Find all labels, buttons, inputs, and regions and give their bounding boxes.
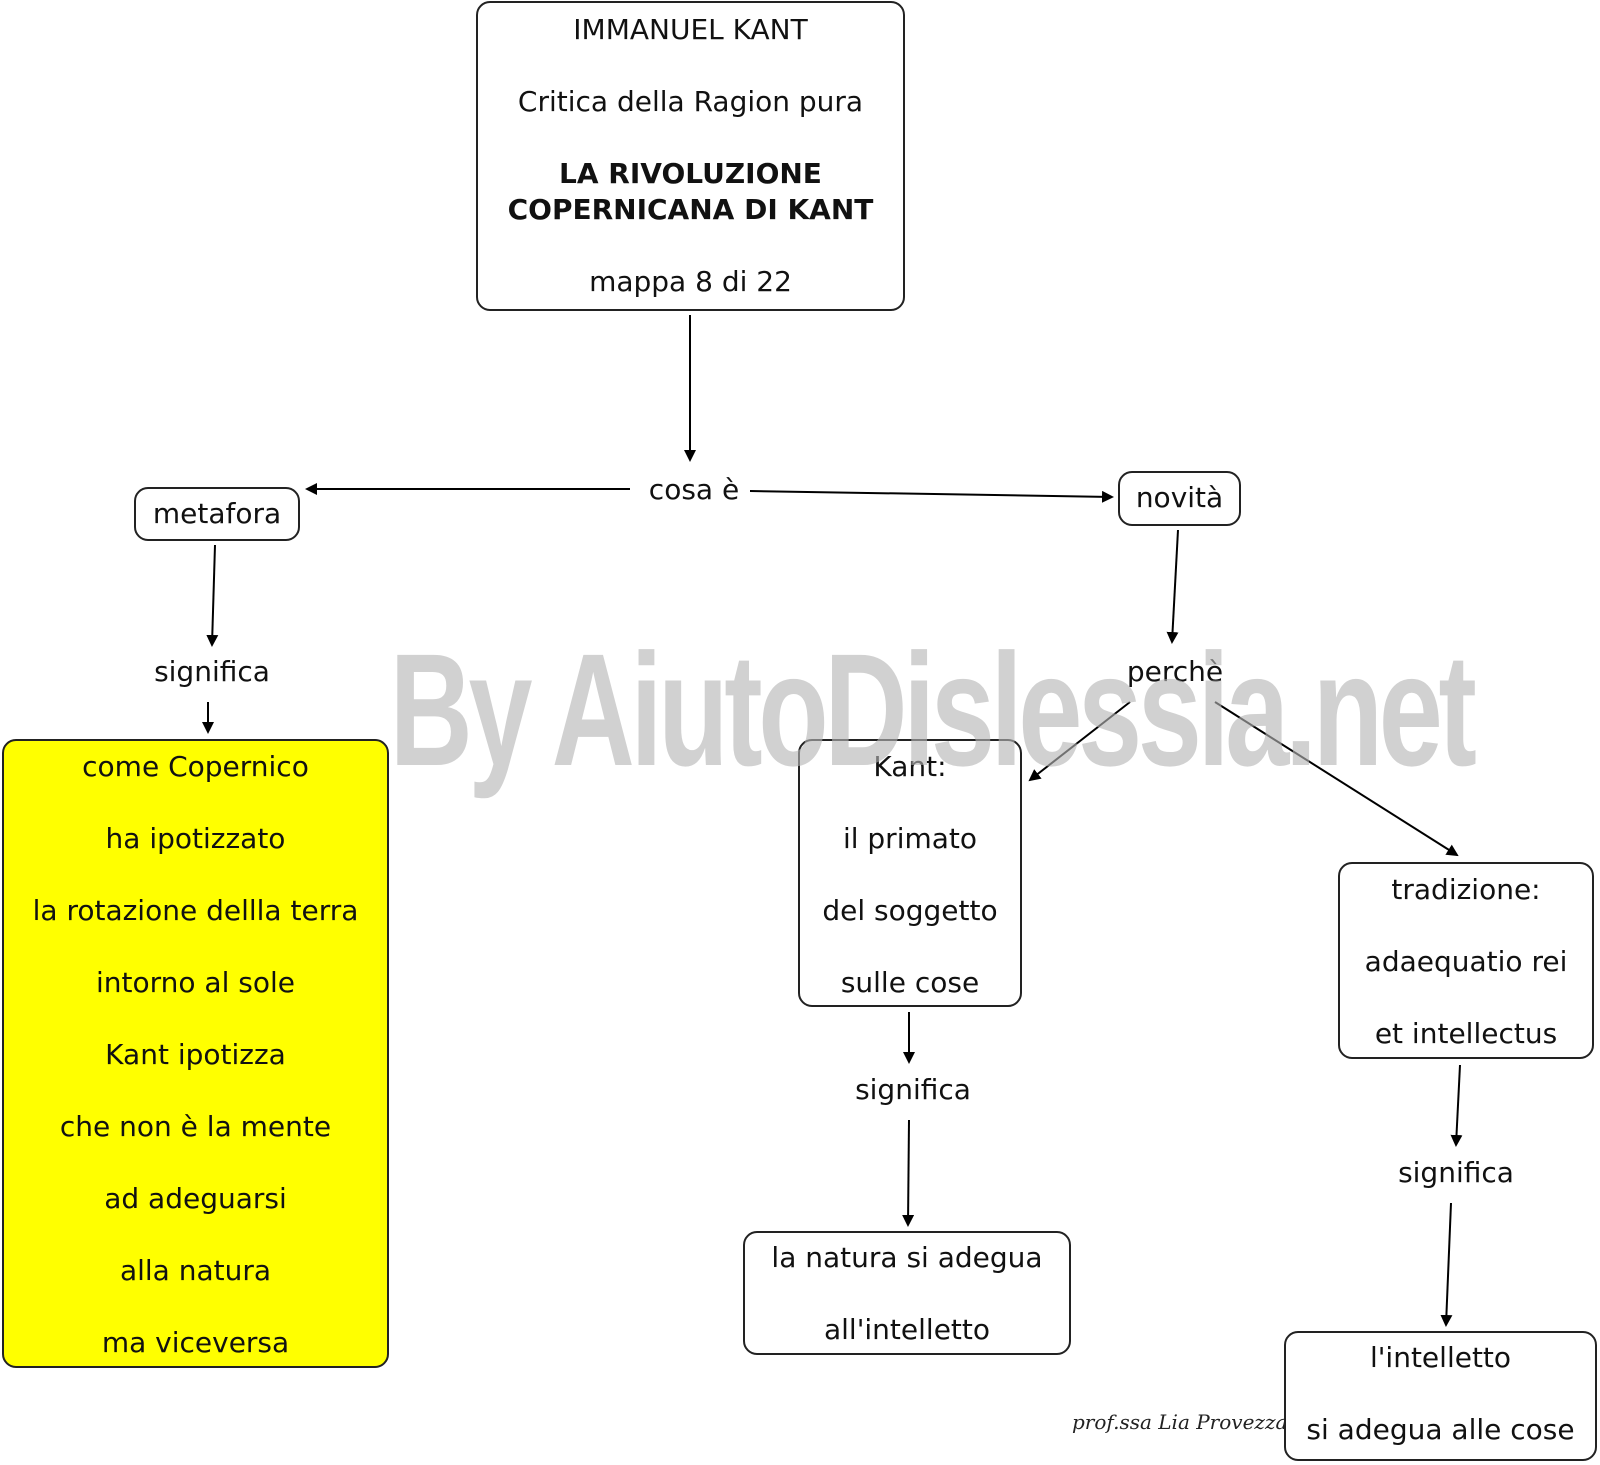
work-title: Critica della Ragion pura (517, 85, 864, 118)
title-node: IMMANUEL KANT Critica della Ragion pura … (476, 1, 905, 311)
arrow-novita-to-perche (1166, 529, 1179, 644)
link-label-significa-mid: significa (843, 1072, 983, 1108)
spacer (4, 1289, 387, 1325)
spacer (1286, 1376, 1595, 1412)
arrow-significa-to-intelletto (1440, 1202, 1453, 1327)
spacer (4, 1145, 387, 1181)
spacer (745, 1276, 1069, 1312)
author-signature: prof.ssa Lia Provezza (1072, 1410, 1288, 1434)
map-title-line2: COPERNICANA DI KANT (507, 193, 874, 226)
spacer (478, 120, 903, 156)
map-title-line1: LA RIVOLUZIONE (559, 157, 822, 190)
natura-line: all'intelletto (823, 1313, 991, 1346)
link-label-significa-left: significa (142, 654, 282, 690)
natura-node: la natura si adegua all'intelletto (743, 1231, 1071, 1355)
tradizione-line: et intellectus (1374, 1017, 1558, 1050)
yellow-line: alla natura (119, 1254, 272, 1287)
author-name: IMMANUEL KANT (573, 13, 808, 46)
link-label-perche: perchè (1115, 654, 1235, 690)
spacer (1340, 980, 1592, 1016)
spacer (478, 228, 903, 264)
metafora-node: metafora (134, 487, 300, 541)
yellow-line: come Copernico (82, 750, 309, 783)
map-number: mappa 8 di 22 (589, 265, 792, 298)
tradizione-node: tradizione: adaequatio rei et intellectu… (1338, 862, 1594, 1059)
arrow-perche-to-tradizione (1214, 701, 1459, 857)
spacer (4, 1001, 387, 1037)
link-label-cosa-e: cosa è (638, 472, 750, 508)
intelletto-node: l'intelletto si adegua alle cose (1284, 1331, 1597, 1461)
yellow-line: intorno al sole (96, 966, 295, 999)
kant-line: sulle cose (840, 966, 980, 999)
arrow-cosa-to-novita (749, 490, 1114, 503)
arrow-metafora-to-significa (206, 544, 219, 647)
spacer (4, 785, 387, 821)
kant-line: del soggetto (822, 894, 998, 927)
spacer (800, 785, 1020, 821)
spacer (4, 857, 387, 893)
yellow-line: ma viceversa (101, 1326, 290, 1359)
tradizione-line: adaequatio rei (1364, 945, 1568, 978)
yellow-line: Kant ipotizza (105, 1038, 286, 1071)
kant-line: Kant: (873, 750, 947, 783)
yellow-line: ad adeguarsi (104, 1182, 287, 1215)
intelletto-line: si adegua alle cose (1306, 1413, 1575, 1446)
arrow-perche-to-kant (1028, 701, 1131, 782)
metafora-label: metafora (152, 497, 282, 530)
kant-line: il primato (842, 822, 978, 855)
spacer (4, 1217, 387, 1253)
yellow-line: ha ipotizzato (105, 822, 286, 855)
kant-primato-node: Kant: il primato del soggetto sulle cose (798, 739, 1022, 1007)
spacer (800, 857, 1020, 893)
novita-node: novità (1118, 471, 1241, 526)
yellow-line: che non è la mente (59, 1110, 332, 1143)
arrow-significa-to-natura (902, 1119, 915, 1227)
spacer (4, 929, 387, 965)
spacer (1340, 908, 1592, 944)
spacer (4, 1073, 387, 1109)
yellow-line: la rotazione dellla terra (32, 894, 359, 927)
tradizione-line: tradizione: (1391, 873, 1541, 906)
spacer (478, 48, 903, 84)
natura-line: la natura si adegua (771, 1241, 1043, 1274)
arrow-tradizione-to-significa (1450, 1064, 1463, 1147)
intelletto-line: l'intelletto (1369, 1341, 1512, 1374)
novita-label: novità (1135, 481, 1224, 514)
spacer (800, 929, 1020, 965)
link-label-significa-right: significa (1386, 1155, 1526, 1191)
copernico-explanation-node: come Copernico ha ipotizzato la rotazion… (2, 739, 389, 1368)
